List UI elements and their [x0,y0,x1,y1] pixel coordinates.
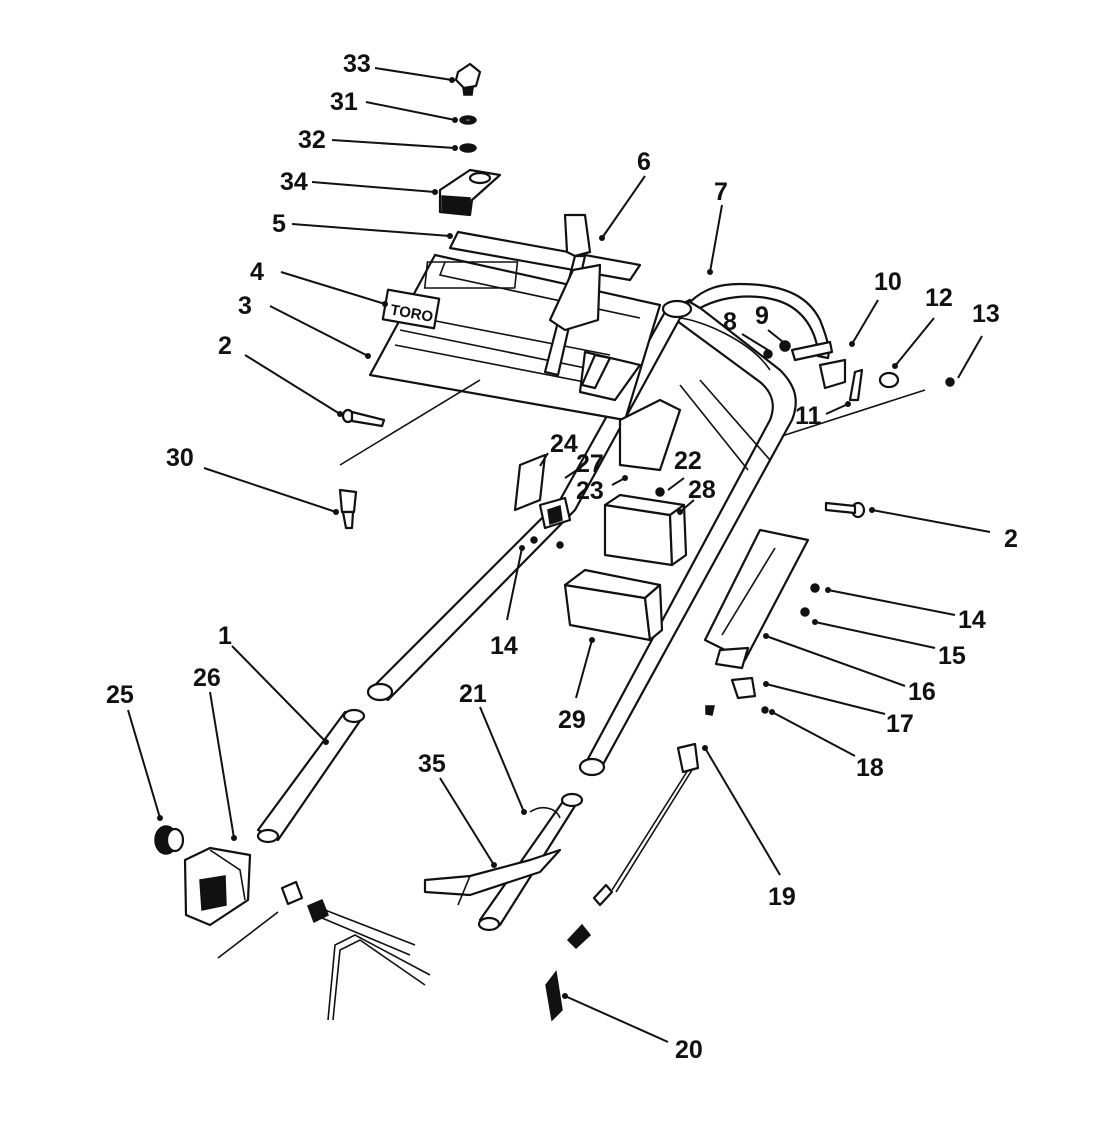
callout-26: 26 [193,664,221,692]
control-panel [368,253,662,422]
callout-7: 7 [714,178,728,206]
callout-23: 23 [576,477,604,505]
electrical-module [563,493,688,642]
callout-15: 15 [938,642,966,670]
callout-18: 18 [856,754,884,782]
callout-31: 31 [330,88,358,116]
switch [338,379,481,530]
callout-28: 28 [688,476,716,504]
handle-frame [366,298,797,777]
callout-4: 4 [250,258,264,286]
callout-11: 11 [795,402,822,430]
callout-14-right: 14 [958,606,986,634]
callout-2-right: 2 [1004,525,1018,553]
chute-knob-assembly [438,62,502,217]
brand-decal: TORO [381,288,441,330]
control-cable [545,676,769,1022]
callout-1: 1 [218,622,232,650]
carriage-bolt [341,408,386,428]
callout-10: 10 [874,268,902,296]
callout-30: 30 [166,444,194,472]
callout-19: 19 [768,883,796,911]
callout-24: 24 [550,430,578,458]
carriage-bolt [824,501,866,519]
mount-bracket [513,398,682,549]
callout-22: 22 [674,447,702,475]
callout-13: 13 [972,300,1000,328]
callout-labels: 33 31 32 34 5 4 3 2 30 6 7 8 9 10 12 13 … [106,50,1018,1064]
callout-35: 35 [418,750,446,778]
callout-3: 3 [238,292,252,320]
adjustment-knob [154,825,252,927]
callout-17: 17 [886,710,914,738]
callout-2: 2 [218,332,232,360]
callout-16: 16 [908,678,936,706]
callout-12: 12 [925,284,953,312]
callout-14: 14 [490,632,518,660]
lower-handle-tube-right [423,792,584,932]
callout-27: 27 [576,450,604,478]
callout-5: 5 [272,210,286,238]
callout-21: 21 [459,680,487,708]
shift-lever [543,213,602,377]
callout-33: 33 [343,50,371,78]
callout-6: 6 [637,148,651,176]
wiring-harness [217,880,431,1021]
lower-handle-tube [256,708,366,844]
leader-lines [127,67,991,1043]
callout-9: 9 [755,302,769,330]
callout-29: 29 [558,706,586,734]
callout-20: 20 [675,1036,703,1064]
callout-8: 8 [723,308,737,336]
callout-25: 25 [106,681,134,709]
callout-32: 32 [298,126,326,154]
callout-34: 34 [280,168,308,196]
side-bracket [703,528,820,670]
